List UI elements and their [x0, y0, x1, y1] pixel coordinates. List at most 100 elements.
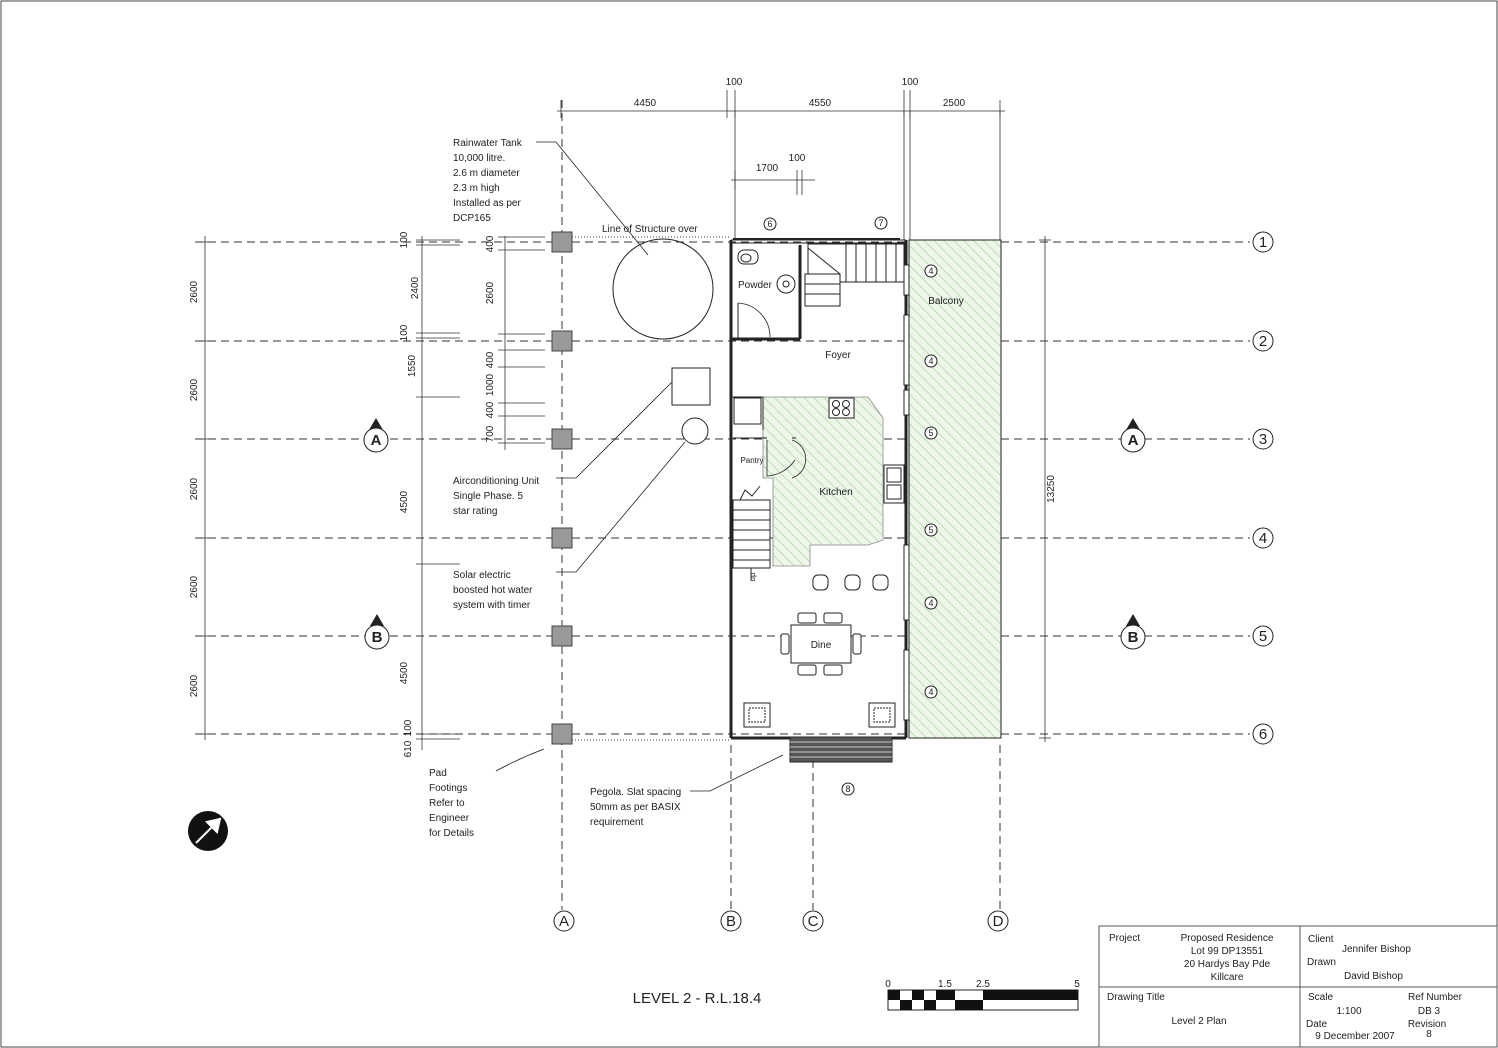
- dim-2600-row1: 2600: [189, 280, 200, 303]
- note-line-of-structure: Line of Structure over: [602, 224, 698, 235]
- room-dine: Dine: [811, 640, 832, 651]
- tag-4-d: 4: [928, 687, 933, 697]
- north-arrow-icon: [188, 811, 228, 851]
- tb-project-line-4: Killcare: [1211, 972, 1244, 983]
- scale-label-2-5: 2.5: [976, 979, 990, 990]
- tb-drawn-label: Drawn: [1307, 957, 1336, 968]
- scale-label-5: 5: [1074, 979, 1080, 990]
- tb-ref: DB 3: [1418, 1006, 1441, 1017]
- svg-text:system with timer: system with timer: [453, 600, 531, 611]
- dining-armchairs: [743, 702, 896, 728]
- kitchen-stools: [812, 574, 889, 591]
- grid-row-3: 3: [1259, 431, 1267, 448]
- aircon-unit: [671, 367, 711, 406]
- note-pad-footings: Pad Footings Refer to Engineer for Detai…: [429, 748, 545, 839]
- svg-text:Pad: Pad: [429, 768, 447, 779]
- section-b-right: B: [1128, 629, 1139, 646]
- grid-col-a: A: [559, 913, 569, 930]
- tag-4-c: 4: [928, 598, 933, 608]
- rainwater-tank: [612, 238, 714, 340]
- kitchen-fixtures: [733, 397, 905, 504]
- dim-4550: 4550: [809, 98, 832, 109]
- room-powder: Powder: [738, 280, 773, 291]
- dining-set: [780, 612, 862, 676]
- tag-5-a: 5: [928, 428, 933, 438]
- tag-6: 6: [767, 219, 772, 229]
- dim-100-a: 100: [399, 231, 410, 248]
- kitchen-area: [762, 396, 884, 567]
- balcony-area: [908, 239, 1002, 739]
- tb-ref-label: Ref Number: [1408, 992, 1463, 1003]
- pad-footings: [551, 231, 573, 745]
- dim-100-left: 100: [726, 77, 743, 88]
- note-pergola: Pegola. Slat spacing 50mm as per BASIX r…: [590, 754, 784, 828]
- dim-700: 700: [485, 425, 496, 442]
- room-balcony: Balcony: [928, 296, 964, 307]
- tb-project-line-3: 20 Hardys Bay Pde: [1184, 959, 1271, 970]
- grid-col-b: B: [726, 913, 736, 930]
- tb-drawing-title: Level 2 Plan: [1171, 1016, 1226, 1027]
- dim-1550: 1550: [407, 354, 418, 377]
- dim-400-a: 400: [485, 235, 496, 252]
- hot-water-system: [681, 417, 709, 445]
- svg-text:boosted hot water: boosted hot water: [453, 585, 533, 596]
- tb-date: 9 December 2007: [1315, 1031, 1395, 1042]
- tb-revision-label: Revision: [1408, 1019, 1446, 1030]
- dim-2400: 2400: [410, 276, 421, 299]
- tb-client-label: Client: [1308, 934, 1334, 945]
- dim-4500-b: 4500: [399, 661, 410, 684]
- grid-row-5: 5: [1259, 628, 1267, 645]
- dim-4500-a: 4500: [399, 490, 410, 513]
- note-solar: Solar electric boosted hot water system …: [453, 441, 686, 611]
- stairs: [732, 243, 905, 580]
- dim-400-c: 400: [485, 401, 496, 418]
- dim-2600-row2: 2600: [189, 378, 200, 401]
- dim-100-right: 100: [902, 77, 919, 88]
- grid-row-bubbles: 1 2 3 4 5 6: [1252, 231, 1274, 745]
- tag-5-b: 5: [928, 525, 933, 535]
- dim-610: 610: [403, 740, 414, 757]
- tb-date-label: Date: [1306, 1019, 1328, 1030]
- dim-13250: 13250: [1046, 475, 1057, 503]
- tb-drawn: David Bishop: [1344, 971, 1403, 982]
- tag-4-a: 4: [928, 266, 933, 276]
- room-pantry: Pantry: [740, 456, 763, 465]
- svg-text:50mm as per BASIX: 50mm as per BASIX: [590, 802, 681, 813]
- section-a-left: A: [371, 432, 382, 449]
- room-foyer: Foyer: [825, 350, 851, 361]
- room-kitchen: Kitchen: [819, 487, 852, 498]
- grid-col-d: D: [993, 913, 1004, 930]
- svg-text:Engineer: Engineer: [429, 813, 470, 824]
- dim-100-inner: 100: [789, 153, 806, 164]
- balcony-openings: [903, 264, 910, 721]
- scale-bar: [887, 989, 1079, 1011]
- dim-2600-row5: 2600: [189, 674, 200, 697]
- svg-text:Refer to: Refer to: [429, 798, 465, 809]
- svg-text:Pegola. Slat spacing: Pegola. Slat spacing: [590, 787, 681, 798]
- svg-text:Solar electric: Solar electric: [453, 570, 511, 581]
- svg-text:2.6 m diameter: 2.6 m diameter: [453, 168, 520, 179]
- tb-revision: 8: [1426, 1029, 1432, 1040]
- svg-text:DCP165: DCP165: [453, 213, 491, 224]
- top-dimension-lines: [557, 90, 1005, 240]
- svg-text:Airconditioning Unit: Airconditioning Unit: [453, 476, 539, 487]
- grid-row-1: 1: [1259, 234, 1267, 251]
- grid-col-c: C: [808, 913, 819, 930]
- svg-text:for Details: for Details: [429, 828, 474, 839]
- tb-client: Jennifer Bishop: [1342, 944, 1411, 955]
- grid-col-bubbles: A B C D: [553, 910, 1009, 932]
- grid-row-6: 6: [1259, 726, 1267, 743]
- svg-text:2.3 m high: 2.3 m high: [453, 183, 500, 194]
- note-aircon: Airconditioning Unit Single Phase. 5 sta…: [453, 381, 673, 517]
- powder-fixtures: [737, 249, 796, 339]
- svg-text:Rainwater Tank: Rainwater Tank: [453, 138, 523, 149]
- tb-project-line-1: Proposed Residence: [1181, 933, 1274, 944]
- dim-400-b: 400: [485, 351, 496, 368]
- line-of-structure: [572, 236, 731, 741]
- grid-row-4: 4: [1259, 530, 1267, 547]
- dim-100-c: 100: [403, 719, 414, 736]
- stair-up-label: up: [748, 572, 757, 581]
- dim-1000: 1000: [485, 373, 496, 396]
